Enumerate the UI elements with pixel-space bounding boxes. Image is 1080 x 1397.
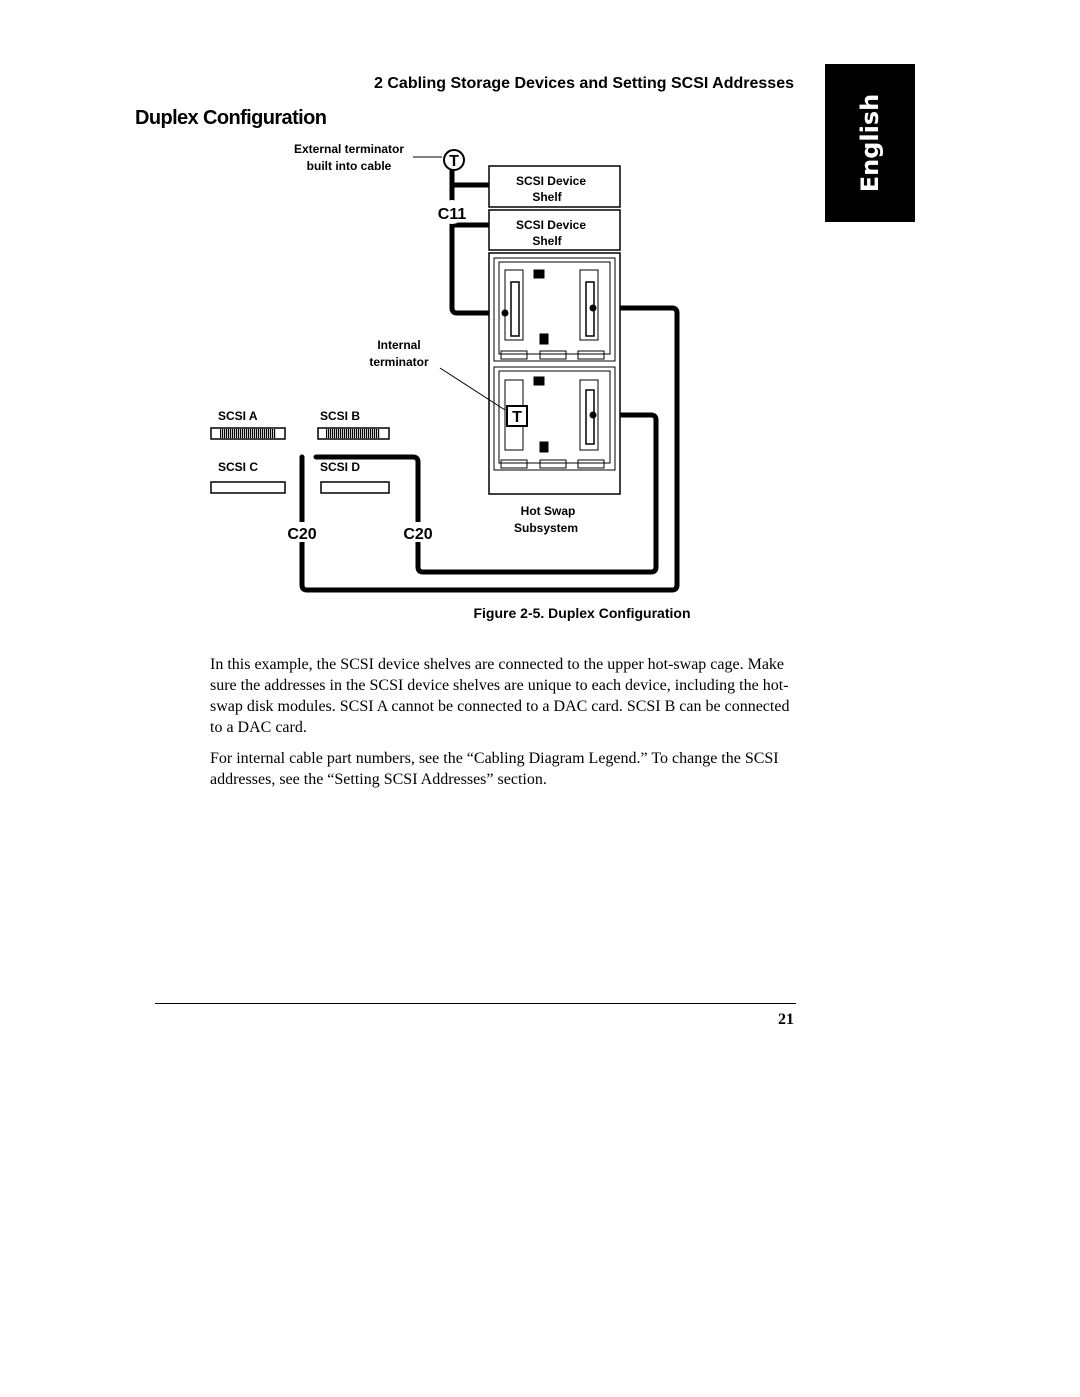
figure-caption: Figure 2-5. Duplex Configuration	[0, 605, 1080, 621]
external-terminator-icon	[443, 149, 465, 171]
language-tab: English	[825, 64, 915, 222]
scsi-device-shelf-2	[488, 209, 621, 251]
scsi-b-connector	[317, 427, 390, 440]
body-paragraph-1: In this example, the SCSI device shelves…	[210, 656, 790, 736]
duplex-cabling-diagram: T External terminator built into cable C…	[210, 142, 680, 593]
cable-c20-left-bubble	[285, 522, 321, 542]
hot-swap-cage-upper	[493, 257, 616, 362]
scsi-c-connector	[210, 481, 286, 494]
scsi-a-connector	[210, 427, 286, 440]
hot-swap-label-1: Hot Swap	[521, 504, 576, 518]
scsi-d-label: SCSI D	[320, 460, 360, 474]
ext-terminator-label-2: built into cable	[307, 159, 392, 173]
shelf-1-label-2: Shelf	[532, 190, 562, 204]
figure-caption-text: Figure 2-5. Duplex Configuration	[473, 605, 691, 621]
external-terminator-symbol: T	[449, 153, 459, 170]
body-paragraph-2: For internal cable part numbers, see the…	[210, 750, 779, 788]
cable-c20-left-label: C20	[287, 526, 316, 543]
upper-cage-left-connector	[501, 309, 509, 317]
running-head: 2 Cabling Storage Devices and Setting SC…	[374, 75, 794, 92]
cable-c20-right	[313, 412, 659, 575]
cable-c11-upper	[449, 167, 493, 188]
cable-c20-right-label: C20	[403, 526, 432, 543]
ext-terminator-label-1: External terminator	[294, 142, 404, 156]
cable-c11-bubble	[440, 200, 464, 224]
cable-c20-left	[299, 305, 680, 593]
scsi-b-label: SCSI B	[320, 409, 360, 423]
internal-terminator-symbol: T	[512, 409, 522, 426]
scsi-d-connector	[320, 481, 390, 494]
lower-cage-right-connector	[589, 411, 597, 419]
cable-c20-right-bubble	[401, 522, 437, 542]
hot-swap-subsystem	[488, 252, 621, 495]
scsi-c-label: SCSI C	[218, 460, 258, 474]
internal-terminator-label-1: Internal	[377, 338, 420, 352]
scsi-device-shelf-1	[488, 165, 621, 208]
scsi-a-label: SCSI A	[218, 409, 258, 423]
cable-c11-label: C11	[438, 206, 467, 223]
section-title: Duplex Configuration	[135, 107, 327, 129]
internal-terminator-label-2: terminator	[369, 355, 429, 369]
footer-rule	[155, 1003, 796, 1004]
shelf-2-label-2: Shelf	[532, 234, 562, 248]
internal-terminator-icon	[506, 405, 528, 427]
page-number: 21	[778, 1011, 794, 1028]
shelf-1-label-1: SCSI Device	[516, 174, 586, 188]
upper-cage-right-connector	[589, 304, 597, 312]
cable-c11-to-cage	[449, 222, 508, 316]
shelf-2-label-1: SCSI Device	[516, 218, 586, 232]
internal-terminator-leader	[439, 367, 506, 411]
hot-swap-label-2: Subsystem	[514, 521, 578, 535]
